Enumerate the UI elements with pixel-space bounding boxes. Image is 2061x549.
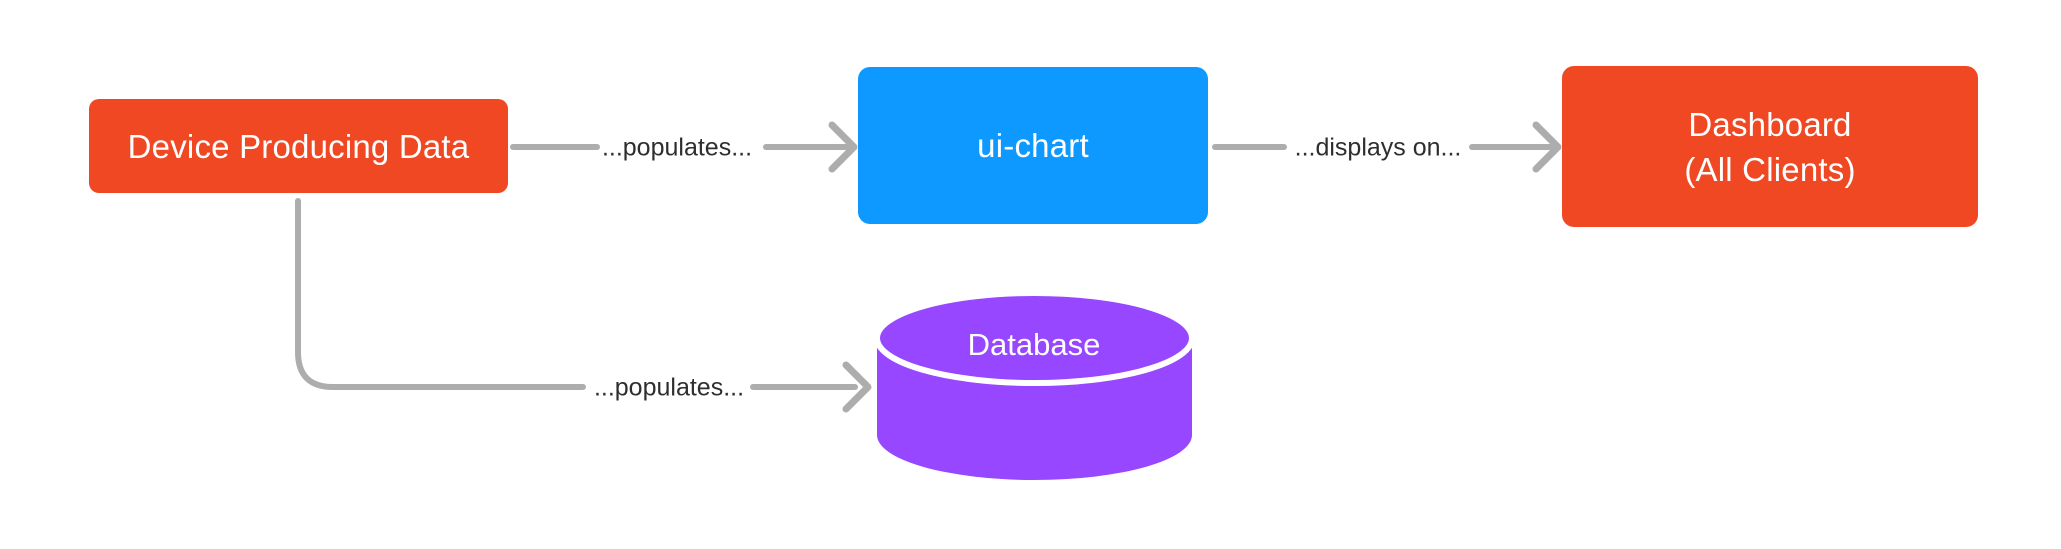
cylinder-body <box>877 338 1192 480</box>
node-ui-chart: ui-chart <box>858 67 1208 224</box>
cylinder-top <box>874 290 1195 386</box>
arrowhead-icon <box>828 121 858 173</box>
arrowhead-icon <box>1532 121 1562 173</box>
node-label: ui-chart <box>977 127 1089 164</box>
edge-device-to-ui-chart <box>510 121 858 173</box>
edge-ui-chart-to-dashboard <box>1212 121 1562 173</box>
edge-label-populates: ...populates... <box>593 373 745 402</box>
edge-label-displays-on: ...displays on... <box>1294 133 1462 162</box>
node-label-line: Dashboard <box>1688 105 1852 143</box>
edge-elbow-line <box>295 198 586 390</box>
node-device-producing-data: Device Producing Data <box>89 99 508 193</box>
edge-device-to-database <box>295 198 872 413</box>
edge-label-populates: ...populates... <box>601 133 753 162</box>
node-label: Device Producing Data <box>127 127 470 165</box>
database-cylinder <box>874 290 1195 480</box>
node-label-line: (All Clients) <box>1684 150 1856 188</box>
node-dashboard: Dashboard (All Clients) <box>1562 66 1978 227</box>
node-database-label: Database <box>967 327 1101 362</box>
arrowhead-icon <box>842 361 872 413</box>
